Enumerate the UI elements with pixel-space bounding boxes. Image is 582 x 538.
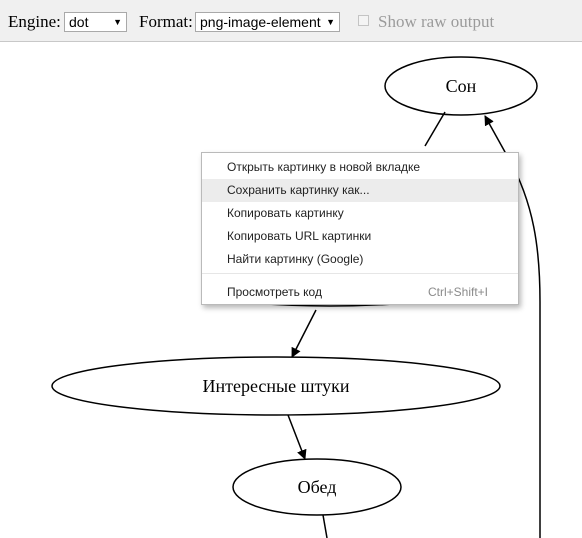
toolbar: Engine: dot ▼ Format: png-image-element … <box>0 0 582 42</box>
edge-son-down <box>424 111 446 147</box>
format-select[interactable]: png-image-element ▼ <box>195 12 340 32</box>
menu-item-copy-image-url[interactable]: Копировать URL картинки <box>202 225 518 248</box>
node-son-label: Сон <box>446 76 477 96</box>
chevron-down-icon: ▼ <box>113 17 122 27</box>
node-lunch-label: Обед <box>298 477 337 497</box>
node-son <box>384 56 538 116</box>
menu-item-inspect[interactable]: Просмотреть код Ctrl+Shift+I <box>202 281 518 304</box>
show-raw-output-checkbox[interactable] <box>358 15 369 26</box>
engine-label: Engine: <box>8 12 61 31</box>
menu-separator <box>202 273 518 274</box>
menu-item-copy-image[interactable]: Копировать картинку <box>202 202 518 225</box>
menu-item-label: Просмотреть код <box>227 285 322 299</box>
show-raw-output-label: Show raw output <box>378 12 495 31</box>
menu-item-shortcut: Ctrl+Shift+I <box>427 285 488 299</box>
menu-item-open-image-new-tab[interactable]: Открыть картинку в новой вкладке <box>202 156 518 179</box>
menu-item-label: Найти картинку (Google) <box>227 252 364 266</box>
node-interesting <box>51 356 501 416</box>
context-menu: Открыть картинку в новой вкладке Сохрани… <box>201 152 519 305</box>
node-lunch <box>232 458 402 516</box>
edge-to-son-arrow <box>484 115 506 153</box>
graph-image[interactable]: Сон Интересные штуки Обед <box>0 42 582 538</box>
engine-select-value: dot <box>69 14 89 30</box>
menu-item-label: Копировать картинку <box>227 206 344 220</box>
menu-item-label: Открыть картинку в новой вкладке <box>227 160 421 174</box>
format-label: Format: <box>139 12 193 31</box>
menu-item-search-image-google[interactable]: Найти картинку (Google) <box>202 248 518 271</box>
edge-to-interesting <box>291 309 317 358</box>
edge-from-lunch <box>322 514 328 538</box>
menu-item-label: Сохранить картинку как... <box>227 183 370 197</box>
graph-output[interactable]: Сон Интересные штуки Обед <box>0 42 582 538</box>
chevron-down-icon: ▼ <box>326 17 335 27</box>
edge-to-lunch <box>287 414 307 460</box>
format-select-value: png-image-element <box>200 14 321 30</box>
menu-item-save-image-as[interactable]: Сохранить картинку как... <box>202 179 518 202</box>
node-interesting-label: Интересные штуки <box>203 376 350 396</box>
engine-select[interactable]: dot ▼ <box>64 12 127 32</box>
menu-item-label: Копировать URL картинки <box>227 229 372 243</box>
